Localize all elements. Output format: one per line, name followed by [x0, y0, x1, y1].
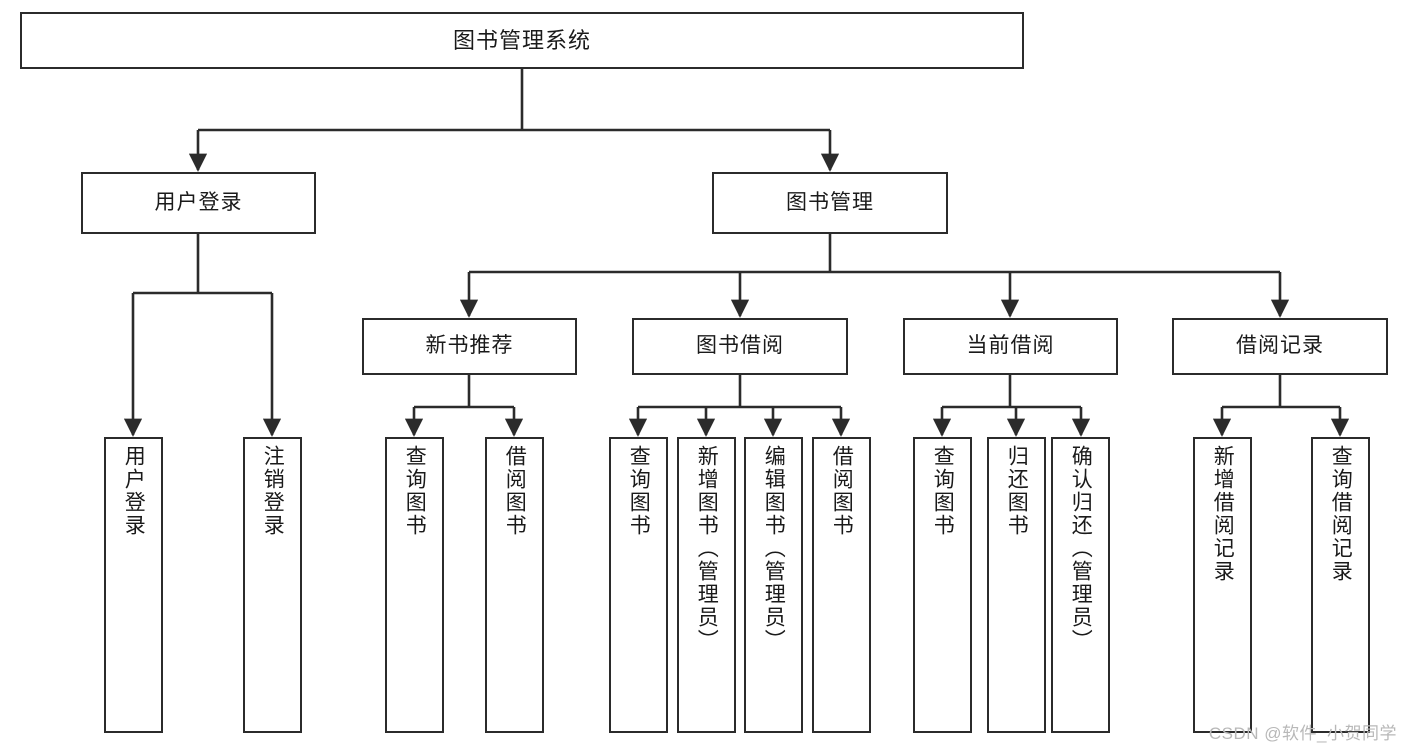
leaf-book-borrow-4[interactable]: 借阅图书: [812, 437, 871, 733]
node-borrow-record[interactable]: 借阅记录: [1172, 318, 1388, 375]
leaf-label: 用户登录: [122, 445, 146, 537]
leaf-label: 确认归还（管理员）: [1069, 445, 1093, 652]
node-user-login-label: 用户登录: [154, 190, 243, 214]
leaf-label: 新增图书（管理员）: [695, 445, 719, 652]
leaf-book-borrow-1[interactable]: 查询图书: [609, 437, 668, 733]
node-current-borrow[interactable]: 当前借阅: [903, 318, 1118, 375]
leaf-label: 查询图书: [403, 445, 427, 537]
leaf-new-book-2[interactable]: 借阅图书: [485, 437, 544, 733]
leaf-label: 借阅图书: [830, 445, 854, 537]
node-user-login[interactable]: 用户登录: [81, 172, 316, 234]
leaf-label: 查询借阅记录: [1329, 445, 1353, 583]
leaf-book-borrow-3[interactable]: 编辑图书（管理员）: [744, 437, 803, 733]
leaf-book-borrow-2[interactable]: 新增图书（管理员）: [677, 437, 736, 733]
leaf-label: 归还图书: [1005, 445, 1029, 537]
leaf-label: 查询图书: [627, 445, 651, 537]
leaf-current-borrow-2[interactable]: 归还图书: [987, 437, 1046, 733]
leaf-user-login-2[interactable]: 注销登录: [243, 437, 302, 733]
leaf-new-book-1[interactable]: 查询图书: [385, 437, 444, 733]
leaf-borrow-record-2[interactable]: 查询借阅记录: [1311, 437, 1370, 733]
node-root-label: 图书管理系统: [452, 27, 591, 53]
leaf-label: 编辑图书（管理员）: [762, 445, 786, 652]
node-book-management[interactable]: 图书管理: [712, 172, 948, 234]
node-root[interactable]: 图书管理系统: [20, 12, 1024, 69]
node-book-borrow[interactable]: 图书借阅: [632, 318, 848, 375]
node-borrow-record-label: 借阅记录: [1236, 334, 1324, 358]
leaf-label: 借阅图书: [503, 445, 527, 537]
leaf-borrow-record-1[interactable]: 新增借阅记录: [1193, 437, 1252, 733]
leaf-label: 查询图书: [931, 445, 955, 537]
node-new-book-recommend[interactable]: 新书推荐: [362, 318, 577, 375]
leaf-label: 注销登录: [261, 445, 285, 537]
node-current-borrow-label: 当前借阅: [966, 334, 1055, 358]
leaf-label: 新增借阅记录: [1211, 445, 1235, 583]
leaf-current-borrow-3[interactable]: 确认归还（管理员）: [1051, 437, 1110, 733]
leaf-user-login-1[interactable]: 用户登录: [104, 437, 163, 733]
leaf-current-borrow-1[interactable]: 查询图书: [913, 437, 972, 733]
node-book-management-label: 图书管理: [786, 190, 874, 214]
node-book-borrow-label: 图书借阅: [696, 334, 784, 358]
node-new-book-recommend-label: 新书推荐: [425, 334, 514, 358]
